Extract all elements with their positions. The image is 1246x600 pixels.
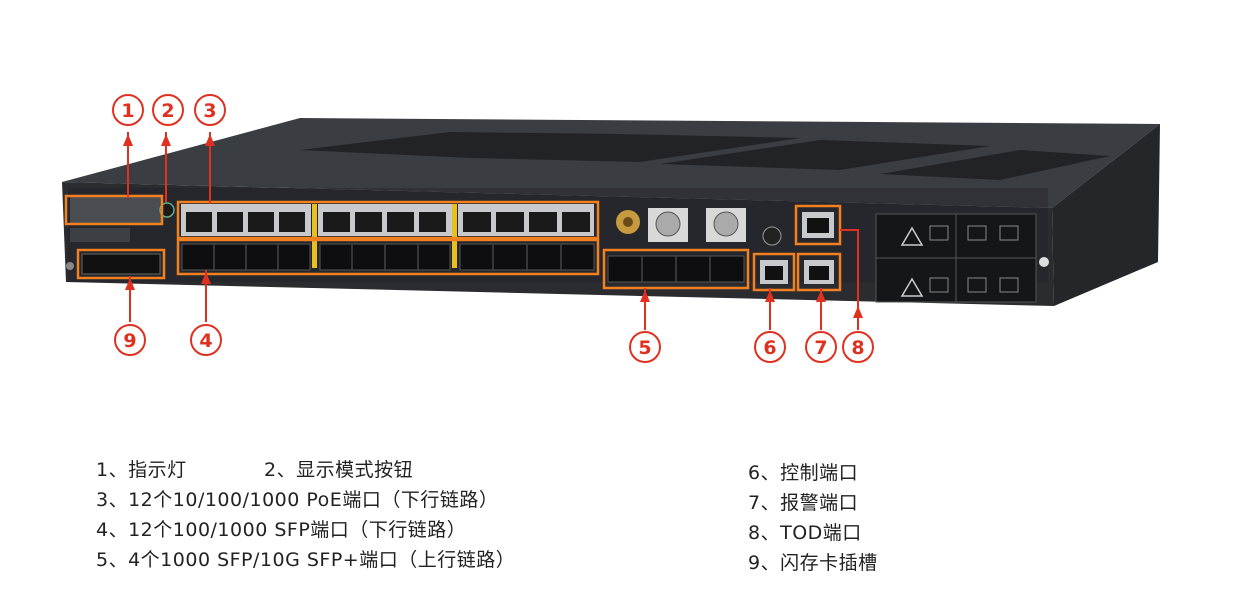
highlight-box-console — [752, 252, 796, 292]
console-port — [765, 266, 783, 280]
chassis-top-vents — [300, 132, 620, 158]
callout-1-number: 1 — [121, 100, 134, 122]
chassis-top — [62, 118, 1160, 208]
callout-8 — [842, 331, 874, 363]
legend-item-7: 7、报警端口 — [748, 492, 859, 514]
legend-item-2: 2、显示模式按钮 — [264, 459, 414, 481]
chassis-top-vents — [880, 150, 1110, 180]
callout-5-number: 5 — [638, 337, 651, 359]
legend-item-9: 9、闪存卡插槽 — [748, 552, 878, 574]
highlight-box-sfp — [176, 238, 600, 276]
callout-8-number: 8 — [851, 337, 864, 359]
callout-7 — [805, 331, 837, 363]
callout-7-number: 7 — [814, 337, 827, 359]
callout-4-number: 4 — [199, 330, 212, 352]
chassis-top-vents — [660, 140, 990, 170]
callout-2-number: 2 — [161, 100, 174, 122]
coax-connectors — [616, 208, 782, 246]
alarm-port — [809, 266, 829, 280]
mode-button — [159, 202, 175, 218]
flash-card-slot — [81, 253, 161, 275]
led-panel — [70, 196, 162, 224]
chassis-top-vents — [470, 134, 800, 162]
power-supplies — [875, 213, 1049, 303]
callout-2 — [152, 94, 184, 126]
legend-item-5: 5、4个1000 SFP/10G SFP+端口（上行链路） — [96, 549, 516, 571]
callout-9 — [114, 324, 146, 356]
callout-9-number: 9 — [123, 330, 136, 352]
highlight-box-poe — [176, 200, 600, 240]
callout-6 — [754, 331, 786, 363]
poe-ports — [181, 204, 594, 268]
callout-4 — [190, 324, 222, 356]
callout-3-number: 3 — [203, 100, 216, 122]
legend-item-1: 1、指示灯 — [96, 459, 187, 481]
sfp-ports — [181, 243, 595, 271]
callout-6-number: 6 — [763, 337, 776, 359]
chassis-side — [1052, 124, 1160, 306]
legend-item-3: 3、12个10/100/1000 PoE端口（下行链路） — [96, 489, 499, 511]
legend-item-6: 6、控制端口 — [748, 462, 859, 484]
callout-5 — [629, 331, 661, 363]
screw-icon — [66, 262, 74, 270]
uplink-ports — [607, 255, 745, 283]
highlight-box-alarm — [796, 252, 842, 292]
tod-port — [807, 218, 829, 233]
highlight-box-leds — [64, 194, 164, 226]
led-panel — [70, 228, 130, 242]
highlight-box-uplink — [602, 248, 750, 290]
arrow-8 — [840, 229, 859, 330]
callout-3 — [194, 94, 226, 126]
legend-item-8: 8、TOD端口 — [748, 522, 862, 544]
legend-item-4: 4、12个100/1000 SFP端口（下行链路） — [96, 519, 467, 541]
callout-1 — [112, 94, 144, 126]
highlight-box-tod — [794, 204, 842, 246]
highlight-box-flash — [76, 248, 166, 280]
